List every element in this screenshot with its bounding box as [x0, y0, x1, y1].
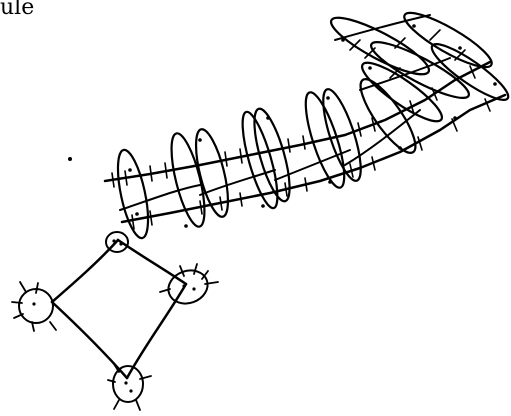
cycle-edge-right — [127, 284, 186, 378]
chain-loop — [165, 131, 212, 230]
chain-strand-lower — [122, 95, 505, 222]
cycle-graph — [12, 232, 218, 410]
stray-dot — [68, 157, 72, 161]
loop-dots — [128, 24, 497, 228]
vertex-right — [160, 264, 218, 309]
cycle-edge-top — [118, 240, 186, 284]
vertex-left — [12, 282, 56, 331]
strand-ticks — [112, 30, 490, 229]
loop-chain — [105, 5, 511, 241]
chain-loop — [325, 9, 434, 84]
chain-loop — [189, 126, 234, 219]
vertex-bottom — [108, 364, 151, 410]
caption-text: ule — [0, 0, 34, 20]
